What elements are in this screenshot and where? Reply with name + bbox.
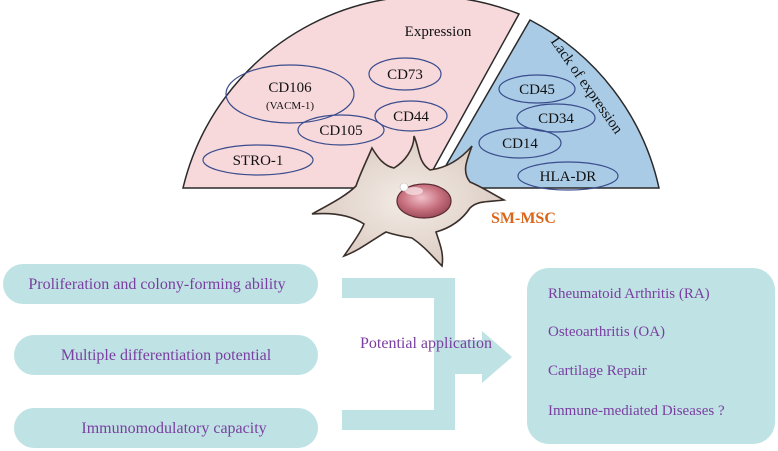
bracket-shape (342, 278, 512, 430)
marker-cd73: CD73 (387, 67, 423, 83)
property-pill-1 (3, 264, 318, 304)
marker-cd14-ellipse (478, 127, 562, 159)
application-1: Rheumatoid Arthritis (RA) (548, 286, 710, 302)
marker-cd45: CD45 (519, 82, 555, 98)
marker-stro1-ellipse (202, 144, 314, 176)
property-3: Immunomodulatory capacity (81, 420, 266, 437)
cell-vesicle (399, 182, 409, 192)
properties-list: Proliferation and colony-forming ability… (3, 264, 318, 448)
marker-cd34: CD34 (538, 111, 574, 127)
marker-cd106: CD106 (268, 80, 312, 96)
property-1: Proliferation and colony-forming ability (28, 276, 285, 293)
property-pill-2 (14, 335, 318, 375)
marker-cd105: CD105 (319, 123, 362, 139)
connector-arrow (342, 278, 512, 430)
marker-vcam1: (VACM-1) (266, 100, 314, 112)
msc-cell (311, 135, 507, 268)
arrow-label: Potential application (360, 335, 492, 352)
application-4: Immune-mediated Diseases ? (548, 403, 725, 419)
applications-box: Rheumatoid Arthritis (RA) Osteoarthritis… (527, 268, 775, 444)
nucleus-highlight (405, 187, 423, 195)
cell-label: SM-MSC (491, 210, 556, 227)
application-3: Cartilage Repair (548, 363, 647, 379)
marker-cd106-ellipse (225, 64, 355, 124)
lack-markers: CD45 CD34 CD14 HLA-DR (478, 74, 619, 191)
applications-panel (527, 268, 775, 444)
property-pill-3 (14, 408, 318, 448)
marker-cd73-ellipse (368, 57, 442, 91)
marker-cd105-ellipse (297, 114, 385, 146)
expression-markers: CD106 (VACM-1) CD73 CD44 CD105 STRO-1 (202, 57, 448, 176)
expression-sector (182, 0, 521, 189)
application-2: Osteoarthritis (OA) (548, 324, 665, 340)
property-2: Multiple differentiation potential (61, 347, 272, 364)
marker-cd44: CD44 (393, 109, 429, 125)
marker-cd45-ellipse (498, 74, 576, 104)
marker-hladr: HLA-DR (540, 169, 597, 185)
marker-hladr-ellipse (517, 161, 619, 191)
marker-stro1: STRO-1 (233, 153, 284, 169)
expression-title: Expression (405, 24, 472, 40)
marker-cd14: CD14 (502, 136, 538, 152)
marker-cd34-ellipse (516, 103, 596, 133)
marker-cd44-ellipse (374, 100, 448, 132)
